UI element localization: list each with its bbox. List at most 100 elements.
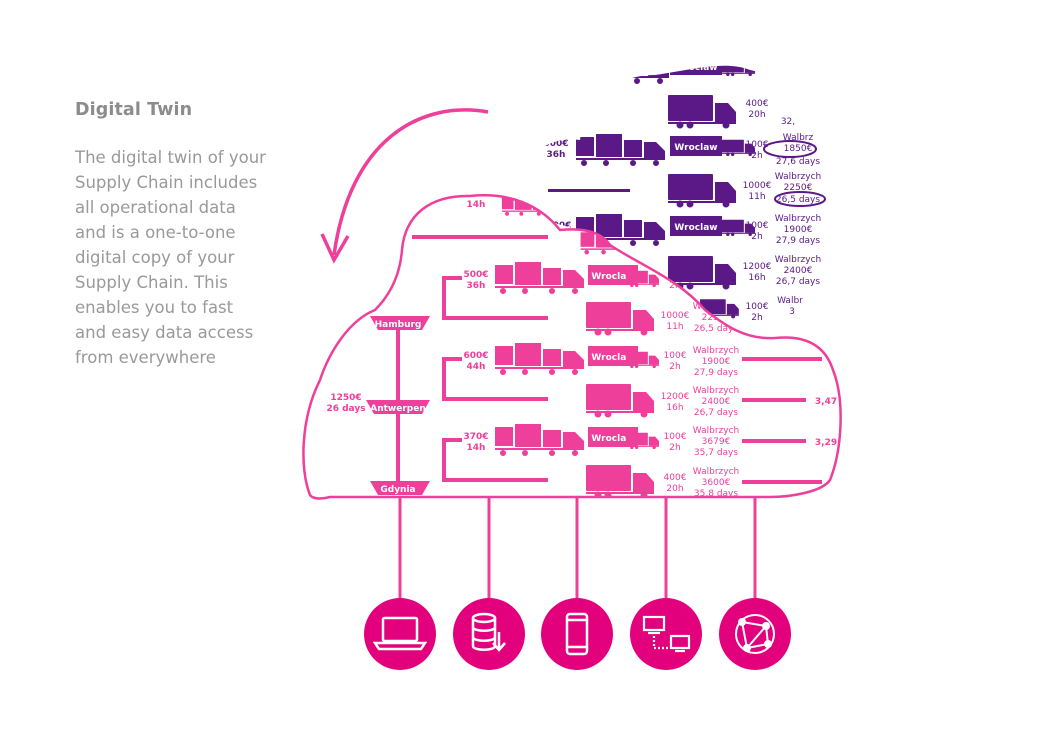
body-line: and is a one-to-one <box>75 223 236 242</box>
dest-days: 26,5 days <box>776 195 820 205</box>
dest-cost: 2250€ <box>784 183 813 193</box>
hub-box <box>670 65 722 75</box>
dest-partial: 32, <box>781 117 795 127</box>
body-line: The digital twin of your <box>75 148 266 167</box>
hub-box <box>588 427 638 447</box>
device-laptop[interactable] <box>364 598 436 670</box>
branch-line <box>442 478 548 482</box>
rail-cost: 370€ <box>463 432 488 442</box>
edge-value: 3,47 <box>815 397 837 407</box>
arrow-curve <box>332 108 489 256</box>
truck-cost: 1200€ <box>743 262 772 272</box>
branch-line <box>442 357 462 361</box>
laptop-icon <box>372 616 428 651</box>
branch-line <box>442 276 446 320</box>
truck-cost: 100€ <box>746 302 769 312</box>
truck-icon <box>668 174 736 208</box>
smartphone-icon <box>565 612 589 656</box>
rail-time: 36h <box>467 281 486 291</box>
truck-cost: 100€ <box>664 351 687 361</box>
dest-name: Walbrzych <box>693 386 739 396</box>
dest-cost: 1900€ <box>702 357 731 367</box>
branch-line <box>412 235 548 239</box>
edge-line <box>742 357 822 361</box>
dest-partial: 3 <box>789 307 795 317</box>
body-text: The digital twin of your Supply Chain in… <box>75 145 280 370</box>
hub-label: Wroclaw <box>674 63 717 73</box>
dest-days: 27,9 days <box>776 236 820 246</box>
branch-line <box>442 276 462 280</box>
device-database[interactable] <box>453 598 525 670</box>
dest-cost: 3679€ <box>702 437 731 447</box>
dest-days: 26,7 days <box>694 408 738 418</box>
dest-cost: 1900€ <box>784 225 813 235</box>
partial-time: 14h <box>467 200 486 210</box>
body-line: Supply Chain. This <box>75 273 228 292</box>
dest-days: 27,6 days <box>776 157 820 167</box>
device-circle <box>364 598 436 670</box>
device-phone[interactable] <box>541 598 613 670</box>
port-name: Hamburg <box>375 320 422 330</box>
truck-cost: 100€ <box>664 432 687 442</box>
pink-cloud-outline <box>302 194 842 500</box>
truck-cost: 1200€ <box>661 392 690 402</box>
purple-row-0: Wroclaw <box>580 63 756 84</box>
device-globe[interactable] <box>719 598 791 670</box>
rail-cost: 500€ <box>543 139 568 149</box>
rail-cost: 600€ <box>463 351 488 361</box>
device-network[interactable] <box>630 598 702 670</box>
port-name: Gdynia <box>380 485 415 495</box>
lane-5: 400€ 20h Walbrzych 3600€ 35,8 days <box>586 465 822 499</box>
body-line: from everywhere <box>75 348 216 367</box>
truck-time: 2h <box>669 281 680 291</box>
truck-time-cut: 2 <box>701 287 707 297</box>
dest-days: 26,5 days <box>694 324 738 334</box>
truck-time: 2h <box>751 313 762 323</box>
truck-cost: 400€ <box>746 99 769 109</box>
device-circle <box>453 598 525 670</box>
pink-cloud: 6 days Hamburg 1250€ 26 days Antwerpen G… <box>302 194 842 500</box>
truck-time: 2h <box>669 362 680 372</box>
edge-line <box>742 439 806 443</box>
port-days: 26 days <box>326 404 365 414</box>
truck-time: 11h <box>748 192 765 202</box>
branch-line <box>442 357 446 401</box>
train-icon <box>580 65 669 84</box>
truck-time: 11h <box>666 322 683 332</box>
rail-time: 36h <box>547 150 566 160</box>
connector-line <box>548 189 630 192</box>
edge-value: 3,29 <box>815 438 837 448</box>
branch-line <box>442 316 548 320</box>
truck-cost: 1000€ <box>661 311 690 321</box>
port-antwerpen: 1250€ 26 days Antwerpen <box>326 393 430 414</box>
hub-label: Wroclaw <box>591 272 634 282</box>
dest-days: 27,9 days <box>694 368 738 378</box>
body-line: Supply Chain includes <box>75 173 258 192</box>
dest-cost: 2400€ <box>702 397 731 407</box>
truck-cost: 100€ <box>746 221 769 231</box>
truck-cost: 400€ <box>664 473 687 483</box>
dest-cost: 1850€ <box>784 144 813 154</box>
pink-cloud-fill <box>303 195 841 499</box>
highlight-ring <box>774 191 826 207</box>
branch-line <box>442 438 446 482</box>
rail-time: 14h <box>467 443 486 453</box>
sync-arrow <box>320 108 489 264</box>
port-price: 1250€ <box>330 393 361 403</box>
dest-days: 35,7 days <box>694 448 738 458</box>
truck-time: 20h <box>748 110 765 120</box>
hub-box <box>670 216 722 236</box>
dest-name: Walbrz <box>783 133 814 143</box>
ship-icon <box>370 481 430 495</box>
truck-cost: 1000€ <box>743 181 772 191</box>
purple-cloud: Wroclaw 400€ 20h 32, 500€ 36h Wroclaw 10… <box>543 63 826 323</box>
dest-name: Walbrzych <box>775 172 821 182</box>
edge-line <box>742 480 822 484</box>
hub-box <box>670 136 722 156</box>
truck-icon <box>668 95 736 129</box>
truck-time: 2h <box>669 443 680 453</box>
truck-time: 2h <box>751 232 762 242</box>
hub-box <box>588 346 638 366</box>
body-line: all operational data <box>75 198 236 217</box>
